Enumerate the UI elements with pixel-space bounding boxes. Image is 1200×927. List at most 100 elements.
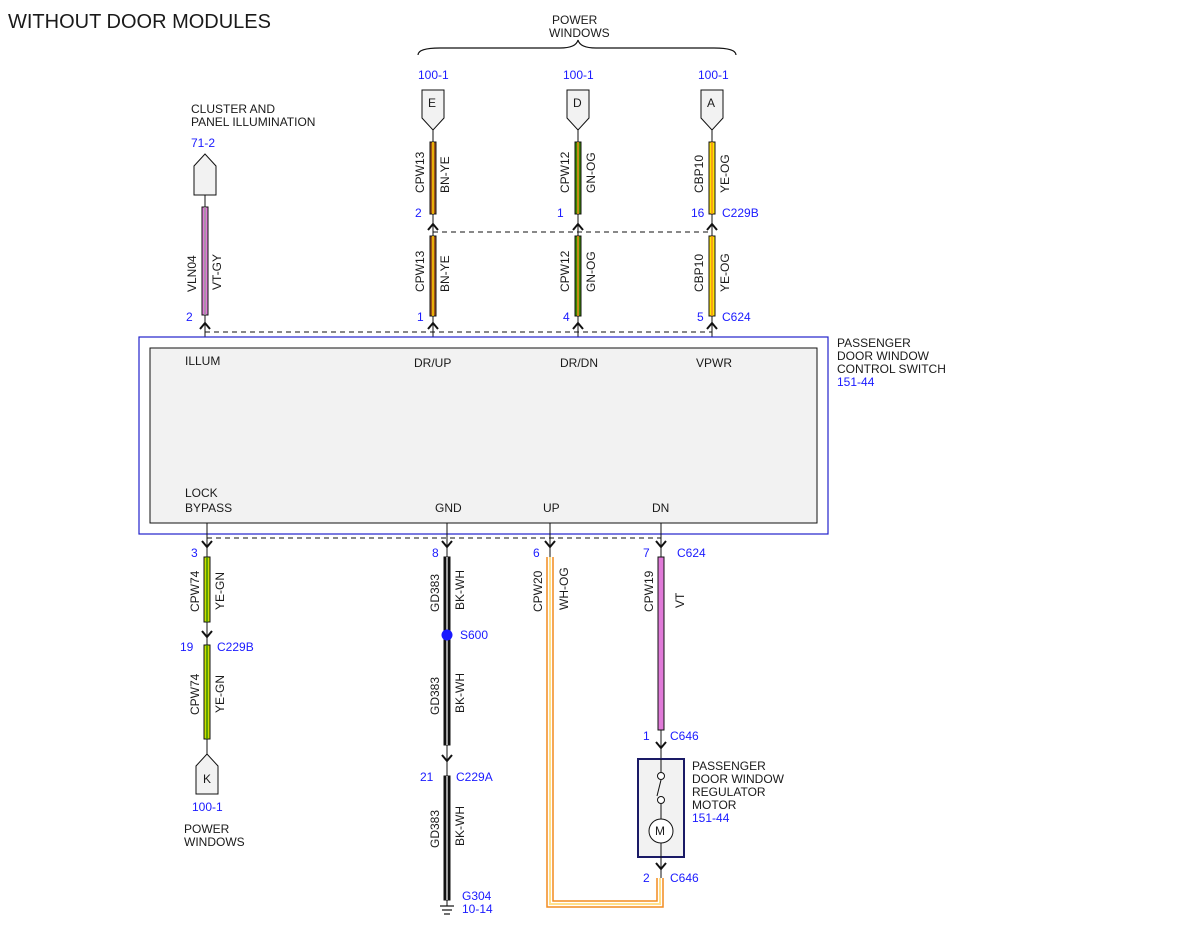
lock-connector2: C229B (217, 640, 254, 654)
brace-label-line2: WINDOWS (549, 26, 610, 40)
cluster-ref: 71-2 (191, 136, 215, 150)
switch-pin-up: UP (543, 501, 560, 515)
wire-e-lower-circuit: CPW13 (413, 250, 427, 292)
switch-body (149, 347, 818, 524)
diagram-title: WITHOUT DOOR MODULES (8, 11, 271, 33)
cluster-label-line2: PANEL ILLUMINATION (191, 115, 315, 129)
wire-d-lower-color: GN-OG (584, 251, 598, 292)
brace (417, 39, 737, 56)
connector-d: 100-1 D (563, 68, 594, 131)
switch-pin-dr-dn: DR/DN (560, 356, 598, 370)
wire-cpw12 (572, 130, 584, 348)
up-color: WH-OG (557, 567, 571, 610)
wire-a-lower-pin: 5 (697, 310, 704, 324)
gnd-color2: BK-WH (453, 673, 467, 713)
connector-e-ref: 100-1 (418, 68, 449, 82)
wire-vln04-pin: 2 (186, 310, 193, 324)
up-circuit: CPW20 (531, 570, 545, 612)
connector-a: 100-1 A (698, 68, 729, 131)
gnd-color3: BK-WH (453, 806, 467, 846)
dn-color: VT (673, 592, 687, 608)
lock-pin: 3 (191, 546, 198, 560)
motor-pin-top: 1 (643, 729, 650, 743)
motor-connector-bottom: C646 (670, 871, 699, 885)
motor-ref: 151-44 (692, 811, 730, 825)
wire-d-upper-pin: 1 (557, 206, 564, 220)
cluster-connector-shape (193, 153, 217, 196)
wire-e-lower-color: BN-YE (438, 255, 452, 292)
gnd-color: BK-WH (453, 570, 467, 610)
wire-e-upper-circuit: CPW13 (413, 151, 427, 193)
splice-s600: S600 (460, 628, 488, 642)
lock-color: YE-GN (213, 572, 227, 610)
connector-d-ref: 100-1 (563, 68, 594, 82)
lock-color2: YE-GN (213, 675, 227, 713)
wire-d-upper-circuit: CPW12 (558, 151, 572, 193)
wire-d-lower-circuit: CPW12 (558, 250, 572, 292)
switch-pin-dr-up: DR/UP (414, 356, 451, 370)
dn-connector: C624 (677, 546, 706, 560)
wire-d-lower-pin: 4 (563, 310, 570, 324)
motor-connector-top: C646 (670, 729, 699, 743)
motor-label-line2: DOOR WINDOW (692, 772, 785, 786)
gnd-circuit2: GD383 (428, 677, 442, 715)
wire-vln04-circuit: VLN04 (185, 255, 199, 292)
switch-label-line3: CONTROL SWITCH (837, 362, 946, 376)
gnd-pin: 8 (432, 546, 439, 560)
switch-label-line2: DOOR WINDOW (837, 349, 930, 363)
connector-d-letter: D (573, 96, 582, 110)
gnd-circuit: GD383 (428, 574, 442, 612)
motor-label-line3: REGULATOR (692, 785, 766, 799)
ground-g304: G304 (462, 889, 492, 903)
wire-vln04-color: VT-GY (210, 254, 224, 290)
wire-a-upper-pin: 16 (691, 206, 705, 220)
ground-ref: 10-14 (462, 902, 493, 916)
switch-ref: 151-44 (837, 375, 875, 389)
gnd-connector3: C229A (456, 770, 493, 784)
splice-s600-dot (441, 629, 453, 641)
wire-gd383 (440, 523, 454, 915)
gnd-pin3: 21 (420, 770, 434, 784)
connector-d-shape (566, 89, 590, 131)
wire-d-upper-color: GN-OG (584, 152, 598, 193)
switch-pin-vpwr: VPWR (696, 356, 732, 370)
connector-e-letter: E (428, 96, 436, 110)
connector-a-letter: A (707, 96, 715, 110)
wire-a-lower-circuit: CBP10 (692, 254, 706, 292)
switch-label-line1: PASSENGER (837, 336, 911, 350)
connector-k-letter: K (203, 772, 211, 786)
switch-pin-bypass: BYPASS (185, 501, 232, 515)
connector-a-shape (700, 89, 724, 131)
wire-cpw74 (201, 523, 213, 754)
motor-arrow-bottom (655, 862, 667, 871)
wire-vln04 (199, 195, 211, 348)
connector-c229b-top: C229B (722, 206, 759, 220)
switch-pin-dn: DN (652, 501, 669, 515)
wire-e-upper-color: BN-YE (438, 156, 452, 193)
wire-a-upper-circuit: CBP10 (692, 155, 706, 193)
wire-e-upper-pin: 2 (415, 206, 422, 220)
gnd-circuit3: GD383 (428, 810, 442, 848)
wire-e-lower-pin: 1 (417, 310, 424, 324)
motor-internal (648, 759, 674, 857)
connector-k-label-line1: POWER (184, 822, 230, 836)
connector-k-ref: 100-1 (192, 800, 223, 814)
brace-label-line1: POWER (552, 13, 598, 27)
motor-label-line4: MOTOR (692, 798, 737, 812)
motor-label-line1: PASSENGER (692, 759, 766, 773)
lock-circuit: CPW74 (188, 570, 202, 612)
motor-pin-bottom: 2 (643, 871, 650, 885)
motor-symbol: M (655, 824, 665, 838)
lock-pin2: 19 (180, 640, 194, 654)
dn-pin: 7 (643, 546, 650, 560)
wire-cbp10 (706, 130, 718, 348)
wire-cpw19 (655, 523, 667, 759)
connector-k-label-line2: WINDOWS (184, 835, 245, 849)
connector-c624-top: C624 (722, 310, 751, 324)
wire-a-upper-color: YE-OG (718, 154, 732, 193)
switch-pin-illum: ILLUM (185, 354, 220, 368)
up-pin: 6 (533, 546, 540, 560)
wire-a-lower-color: YE-OG (718, 253, 732, 292)
connector-a-ref: 100-1 (698, 68, 729, 82)
